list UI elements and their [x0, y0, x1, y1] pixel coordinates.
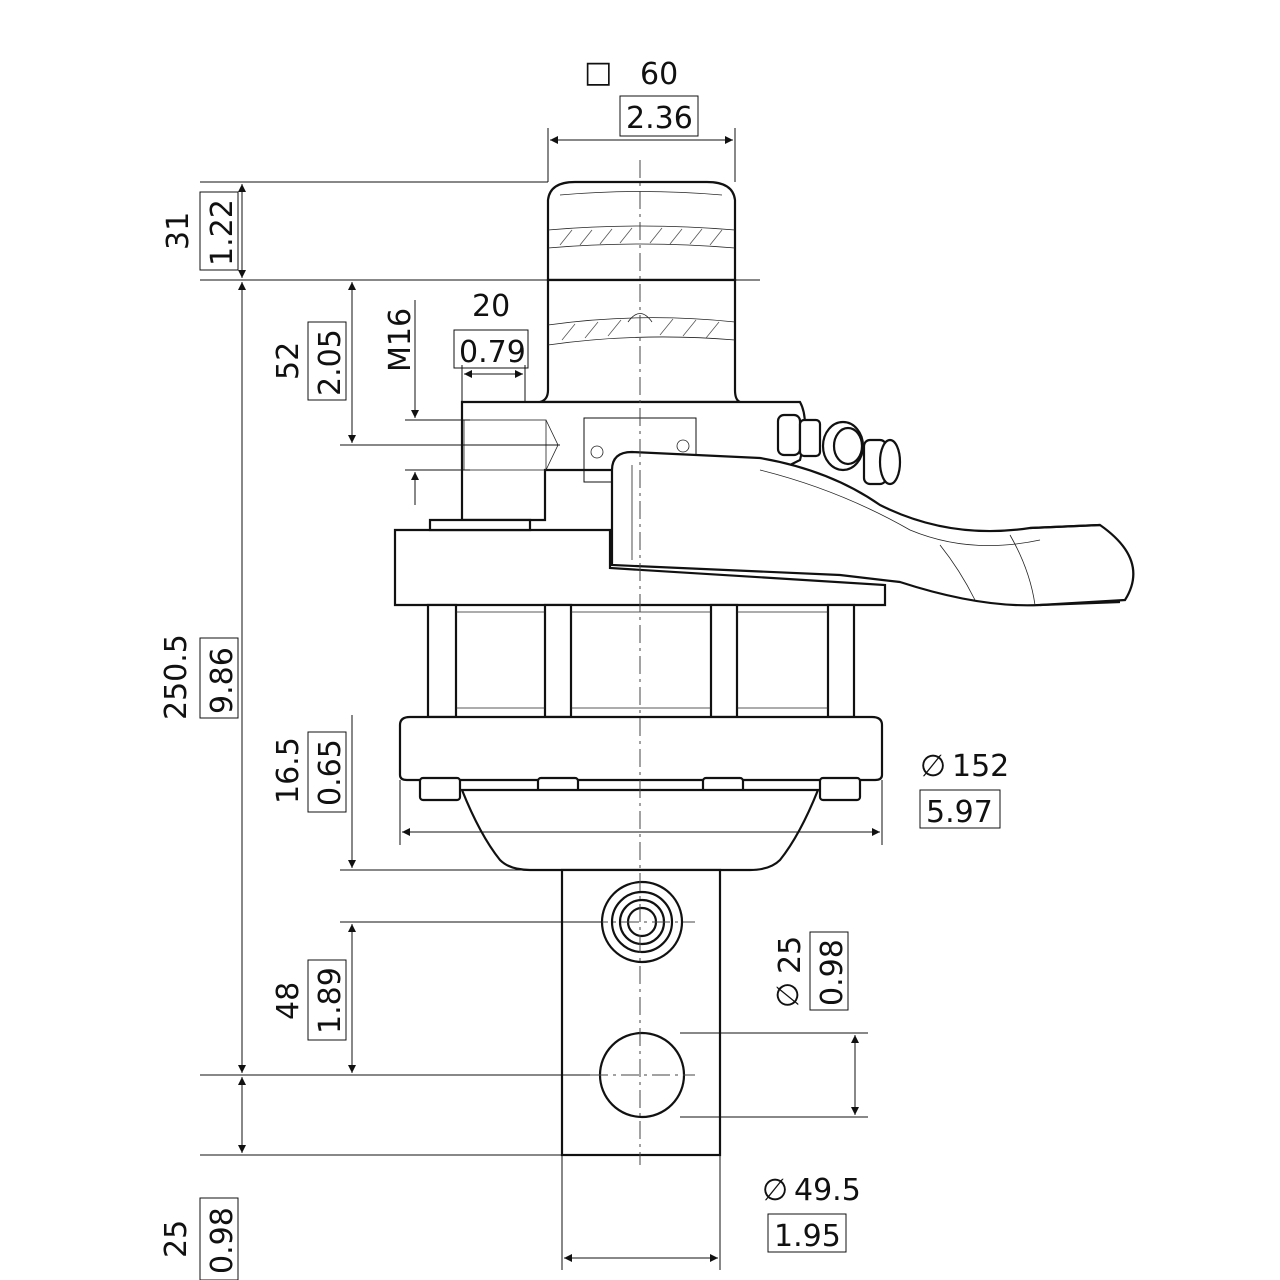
dim-value-inch: 0.65 — [313, 739, 348, 806]
dim-overall-250.5: 250.5 9.86 — [159, 282, 246, 1073]
dim-value-inch: 2.05 — [313, 329, 348, 396]
dim-value-mm: 25 — [773, 936, 808, 974]
dim-top-cap-31: 31 1.22 — [161, 184, 246, 278]
dim-value-inch: 9.86 — [205, 647, 240, 714]
dim-square-60: □ 60 2.36 — [547, 55, 736, 182]
top-cap — [546, 180, 737, 282]
dim-shaft-diameter-49.5: ∅ 49.5 1.95 — [561, 1155, 861, 1270]
dim-value-inch: 0.98 — [205, 1207, 240, 1274]
thread-label: M16 — [383, 308, 418, 372]
dimension-annotations: □ 60 2.36 31 1.22 250.5 9.86 — [159, 55, 1009, 1280]
dim-value-mm: 52 — [271, 342, 306, 380]
dim-pin-spacing-48: 48 1.89 — [271, 921, 602, 1073]
grease-fitting — [600, 880, 684, 964]
dim-port-offset-52: 52 2.05 — [271, 282, 560, 446]
rotor-cage — [426, 603, 856, 719]
pin-hole — [598, 1031, 686, 1119]
dim-value-inch: 5.97 — [926, 795, 993, 830]
diameter-symbol: ∅ — [762, 1173, 788, 1208]
dim-value-mm: 48 — [271, 982, 306, 1020]
dim-value-inch: 1.95 — [774, 1219, 841, 1254]
dim-thread-m16: M16 — [383, 300, 470, 505]
dim-flange-16.5: 16.5 0.65 — [271, 715, 562, 871]
lower-flange — [398, 715, 884, 782]
dim-value-inch: 0.98 — [815, 939, 850, 1006]
dim-value-mm: 250.5 — [159, 634, 194, 720]
dim-value-mm: 25 — [159, 1220, 194, 1258]
dim-bottom-25: 25 0.98 — [159, 1077, 246, 1280]
dim-value-mm: 20 — [472, 289, 510, 324]
square-symbol: □ — [584, 55, 612, 90]
hose-fitting — [776, 413, 902, 486]
rotator-body — [393, 180, 1135, 1157]
dim-value-mm: 60 — [640, 57, 678, 92]
dim-value-mm: 152 — [952, 749, 1009, 784]
upper-flange — [393, 528, 887, 607]
dim-port-width-20: 20 0.79 — [453, 289, 529, 402]
dim-value-inch: 1.22 — [205, 199, 240, 266]
dim-value-mm: 16.5 — [271, 737, 306, 804]
dim-flange-diameter-152: ∅ 152 5.97 — [399, 749, 1009, 845]
diameter-symbol: ∅ — [920, 749, 946, 784]
dim-value-mm: 49.5 — [794, 1173, 861, 1208]
dim-value-inch: 1.89 — [313, 967, 348, 1034]
diameter-symbol: ∅ — [771, 982, 806, 1008]
bracket-arm — [610, 450, 1135, 607]
dim-value-inch: 0.79 — [459, 335, 526, 370]
dim-value-mm: 31 — [161, 212, 196, 250]
dim-pin-diameter-25: ∅ 25 0.98 — [680, 931, 868, 1118]
dim-value-inch: 2.36 — [626, 101, 693, 136]
